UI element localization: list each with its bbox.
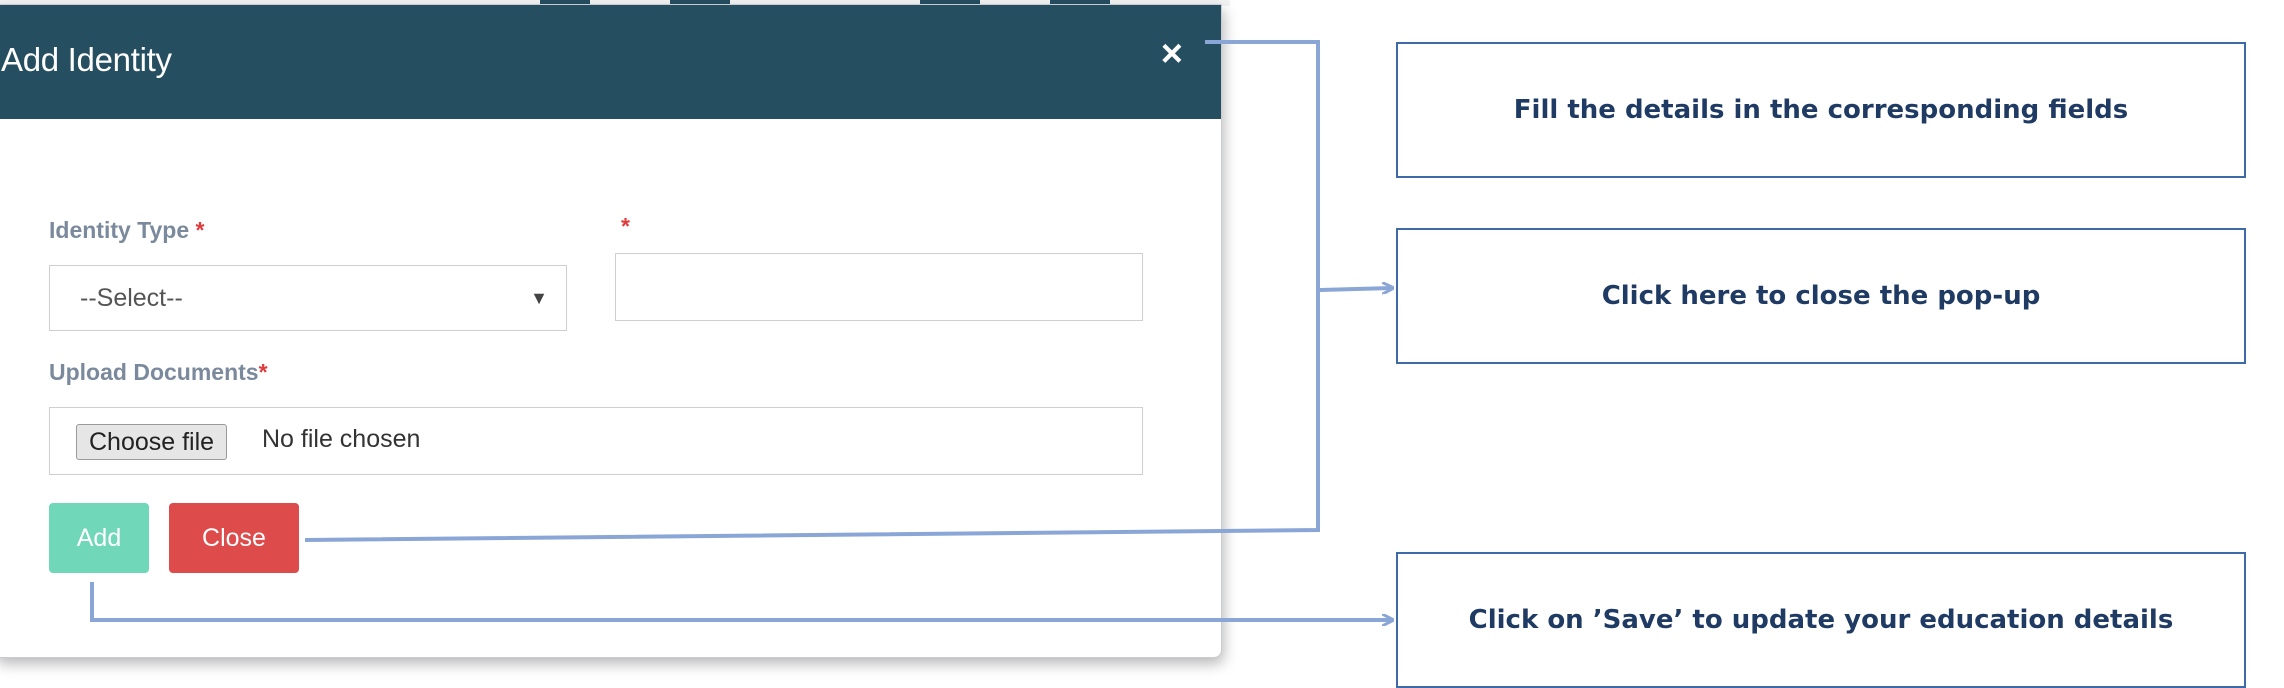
identity-number-input[interactable] (615, 253, 1143, 321)
upload-documents-label-text: Upload Documents (49, 359, 259, 385)
add-identity-modal: Add Identity × Identity Type * * --Selec… (0, 4, 1222, 658)
required-asterisk: * (258, 359, 268, 385)
identity-type-label-text: Identity Type (49, 217, 190, 243)
add-button[interactable]: Add (49, 503, 149, 573)
annotation-connectors (90, 40, 2284, 665)
required-asterisk: * (621, 213, 630, 239)
identity-number-label: * (621, 213, 630, 240)
identity-type-select[interactable]: --Select-- ▼ (49, 265, 567, 331)
background-toolbar-button (1050, 0, 1110, 6)
chevron-down-icon: ▼ (530, 288, 548, 308)
identity-type-select-value: --Select-- (80, 284, 183, 312)
annotation-fill-details: Fill the details in the corresponding fi… (1396, 42, 2246, 178)
background-toolbar-button (670, 0, 730, 6)
file-status-text: No file chosen (262, 425, 421, 453)
connector-close-popup-arrow (1319, 288, 1392, 290)
close-button[interactable]: Close (169, 503, 299, 573)
connector-close-icon (304, 40, 1320, 542)
annotation-close-popup: Click here to close the pop-up (1396, 228, 2246, 364)
file-upload-field: Choose file No file chosen (49, 407, 1143, 475)
background-toolbar-button (540, 0, 590, 6)
modal-title: Add Identity (1, 41, 172, 78)
required-asterisk: * (195, 217, 205, 243)
modal-header: Add Identity × (0, 5, 1221, 119)
close-icon[interactable]: × (1160, 33, 1183, 75)
choose-file-button[interactable]: Choose file (76, 424, 228, 460)
background-toolbar-button (920, 0, 980, 6)
identity-type-label: Identity Type * (49, 217, 205, 244)
background-page-strip (0, 0, 1230, 6)
annotation-save-note: Click on ’Save’ to update your education… (1396, 552, 2246, 688)
connector-save-arrow (90, 582, 1392, 620)
upload-documents-label: Upload Documents* (49, 359, 268, 386)
